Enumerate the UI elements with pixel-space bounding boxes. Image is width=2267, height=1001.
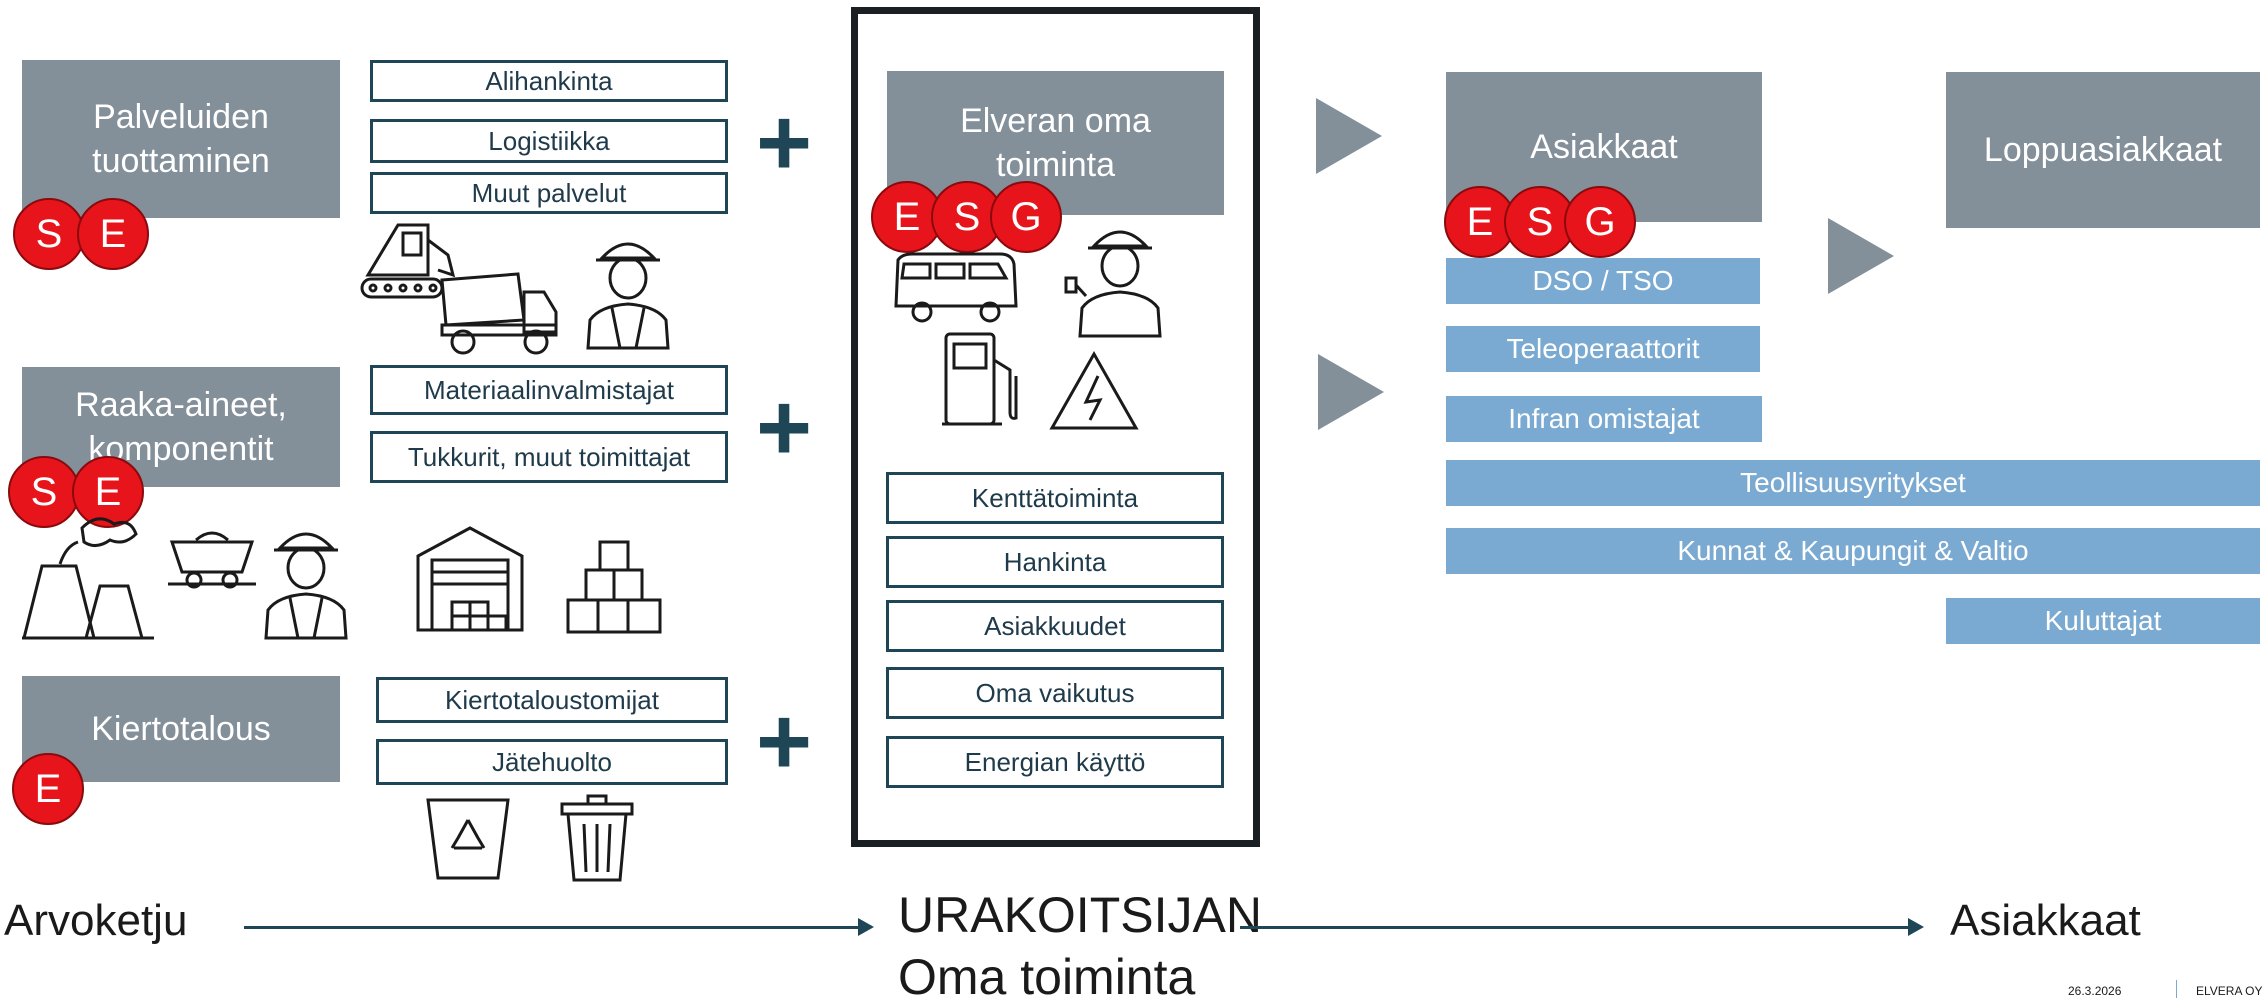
materiaalinvalmistajat-box: Materiaalinvalmistajat: [370, 365, 728, 415]
warehouse-icon: [414, 524, 526, 634]
oma-toiminta-label: Oma toiminta: [898, 949, 1196, 1001]
fuel-pump-icon: [940, 330, 1022, 428]
asiakkuudet-box: Asiakkuudet: [886, 600, 1224, 652]
tukkurit-box: Tukkurit, muut toimittajat: [370, 431, 728, 483]
kunnat-kaupungit-valtio-box: Kunnat & Kaupungit & Valtio: [1446, 528, 2260, 574]
badge-e: E: [12, 753, 84, 825]
badge-s: S: [13, 198, 85, 270]
arrow-line-left: [244, 926, 862, 929]
arrow-line-right: [1240, 926, 1912, 929]
recycling-bin-icon: [424, 796, 512, 882]
elveran-oma-toiminta-label: Elveran oma toiminta: [960, 101, 1151, 184]
badge-g: G: [1564, 186, 1636, 258]
infran-omistajat-box: Infran omistajat: [1446, 396, 1762, 442]
van-icon: [892, 250, 1020, 326]
dso-tso-box: DSO / TSO: [1446, 258, 1760, 304]
trash-can-icon: [558, 794, 636, 884]
boxes-icon: [564, 538, 664, 636]
loppuasiakkaat-label: Loppuasiakkaat: [1983, 130, 2223, 169]
oma-vaikutus-box: Oma vaikutus: [886, 667, 1224, 719]
badge-s: S: [931, 181, 1003, 253]
raaka-aineet-box: Raaka-aineet, komponentit: [22, 367, 340, 487]
arrow-right-icon: [1318, 354, 1384, 430]
electrical-hazard-icon: [1048, 350, 1140, 432]
worker-icon: [258, 518, 354, 642]
kiertotaloustoimijat-box: Kiertotalousto­mijat: [376, 677, 728, 723]
urakoitsija-frame: [851, 7, 1260, 847]
jatehuolto-box: Jätehuolto: [376, 739, 728, 785]
footer-divider: [2176, 980, 2177, 998]
plus-icon: +: [756, 89, 813, 196]
teleoperaattorit-box: Teleoperaattorit: [1446, 326, 1760, 372]
asiakkaat-bottom-label: Asiakkaat: [1950, 896, 2141, 945]
palveluiden-tuottaminen-label: Palveluiden tuottaminen: [92, 97, 270, 180]
badge-e: E: [72, 456, 144, 528]
badge-e: E: [77, 198, 149, 270]
elveran-oma-toiminta-box: Elveran oma toiminta: [887, 71, 1224, 215]
footer-company: ELVERA OY: [2196, 984, 2263, 998]
badge-s: S: [8, 456, 80, 528]
muut-palvelut-box: Muut palvelut: [370, 172, 728, 214]
kenttatoiminta-box: Kenttätoiminta: [886, 472, 1224, 524]
palveluiden-tuottaminen-box: Palveluiden tuottaminen: [22, 60, 340, 218]
factory-icon: [18, 506, 158, 642]
arrow-right-icon: [1828, 218, 1894, 294]
urakoitsijan-label: URAKOITSIJAN: [898, 887, 1262, 943]
excavator-icon: [358, 215, 468, 315]
loppuasiakkaat-box: Loppuasiakkaat: [1946, 72, 2260, 228]
arvoketju-label: Arvoketju: [4, 896, 188, 945]
logistiikka-box: Logistiikka: [370, 119, 728, 163]
hankinta-box: Hankinta: [886, 536, 1224, 588]
raaka-aineet-label: Raaka-aineet, komponentit: [75, 385, 287, 468]
arrow-right-icon: [1316, 98, 1382, 174]
badge-g: G: [990, 181, 1062, 253]
kiertotalous-label: Kiertotalous: [91, 709, 271, 748]
alihankinta-box: Alihankinta: [370, 60, 728, 102]
dump-truck-icon: [438, 270, 563, 358]
arrow-head-icon: [1908, 918, 1924, 936]
asiakkaat-label: Asiakkaat: [1530, 127, 1678, 166]
worker-icon: [580, 228, 676, 352]
plus-icon: +: [756, 688, 813, 795]
teollisuusyritykset-box: Teollisuusyritykset: [1446, 460, 2260, 506]
kuluttajat-box: Kuluttajat: [1946, 598, 2260, 644]
footer-date: 26.3.2026: [2068, 984, 2122, 998]
energian-kaytto-box: Energian käyttö: [886, 736, 1224, 788]
arrow-head-icon: [858, 918, 874, 936]
electrician-icon: [1062, 216, 1168, 340]
plus-icon: +: [756, 374, 813, 481]
mining-cart-icon: [166, 520, 258, 592]
